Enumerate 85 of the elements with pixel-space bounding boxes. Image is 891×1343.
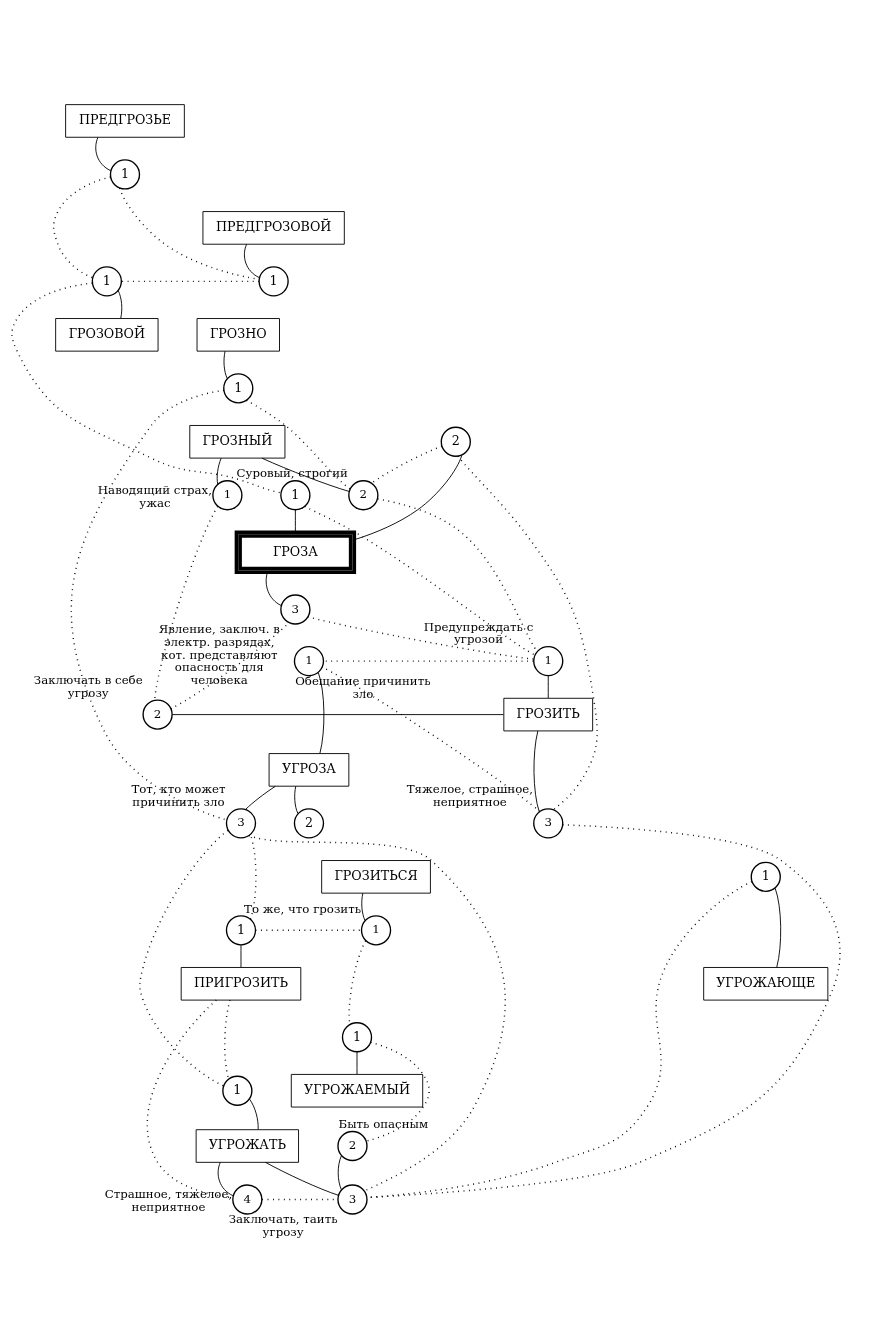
- node-circle: 1: [222, 1075, 253, 1106]
- connector: [217, 1161, 234, 1196]
- connector: [361, 892, 366, 921]
- node-box: УГРОЖАТЬ: [195, 1128, 299, 1163]
- node-label: Тяжелое, страшное, неприятное: [406, 781, 533, 809]
- node-circle: 1: [360, 914, 392, 945]
- node-circle: 3: [337, 1183, 368, 1215]
- connector: [337, 1154, 342, 1190]
- node-box: УГРОЗА: [268, 752, 350, 787]
- connector: [146, 998, 234, 1198]
- node-circle: 1: [750, 861, 781, 892]
- node-circle: 1: [293, 645, 325, 676]
- node-circle: 1: [212, 479, 243, 510]
- connector: [265, 571, 282, 606]
- connector: [172, 713, 504, 715]
- connector: [533, 730, 540, 812]
- node-label: Явление, заключ. в электр. разрядах, кот. представляют опасность для человека: [158, 621, 280, 687]
- node-box: ГРОЗНО: [196, 317, 280, 352]
- node-circle: 1: [280, 479, 311, 510]
- node-box: УГРОЖАЮЩЕ: [703, 966, 829, 1001]
- node-label: Тот, кто может причинить зло: [131, 781, 226, 809]
- node-box: ГРОЗОВОЙ: [55, 317, 159, 352]
- connector: [139, 829, 229, 1087]
- connector: [52, 175, 112, 278]
- connector: [304, 505, 536, 656]
- node-box: ПРИГРОЗИТЬ: [180, 966, 302, 1001]
- node-box: ГРОЗИТЬ: [503, 697, 594, 731]
- connector: [307, 615, 535, 660]
- connector: [224, 999, 231, 1080]
- connector: [354, 454, 463, 540]
- node-circle: 2: [293, 807, 325, 839]
- connector: [95, 136, 111, 171]
- connector: [118, 186, 260, 280]
- node-circle: 4: [232, 1183, 263, 1215]
- node-circle: 1: [225, 914, 257, 945]
- node-circle: 3: [225, 807, 257, 839]
- connector: [245, 399, 351, 490]
- connector: [377, 497, 538, 652]
- connector: [223, 350, 228, 379]
- node-box: ПРЕДГРОЗОВОЙ: [202, 210, 345, 245]
- connector: [265, 1161, 339, 1196]
- node-label: То же, что грозить: [244, 901, 362, 916]
- connector: [248, 834, 506, 1192]
- node-box: УГРОЖАЕМЫЙ: [290, 1073, 424, 1107]
- node-circle: 3: [533, 807, 564, 839]
- connector: [370, 445, 443, 484]
- node-circle: 1: [109, 158, 141, 190]
- node-box: ПРЕДГРОЗЬЕ: [65, 103, 185, 138]
- connector: [457, 455, 598, 810]
- node-circle: 3: [280, 593, 311, 625]
- node-circle: 1: [91, 265, 123, 297]
- node-label: Обещание причинить зло: [295, 673, 431, 701]
- node-box: ГРОЗНЫЙ: [189, 424, 286, 459]
- node-circle: 1: [533, 645, 564, 676]
- connector: [294, 508, 296, 533]
- connector: [249, 1098, 259, 1130]
- node-label: Суровый, строгий: [236, 466, 348, 480]
- node-circle: 2: [142, 698, 173, 730]
- connector: [245, 785, 276, 810]
- node-label: Быть опасным: [338, 1116, 429, 1131]
- connector: [120, 280, 260, 282]
- connector: [294, 785, 299, 814]
- connector: [11, 281, 282, 494]
- node-circle: 1: [341, 1021, 373, 1052]
- node-label: Предупреждать с угрозой: [423, 619, 534, 646]
- node-label: Наводящий страх, ужас: [97, 482, 212, 509]
- connector: [547, 674, 549, 698]
- connector: [216, 457, 222, 485]
- connector: [254, 929, 363, 931]
- connector: [243, 243, 260, 278]
- connector: [153, 505, 219, 701]
- connector: [317, 671, 325, 754]
- node-circle: 2: [337, 1130, 368, 1161]
- connector: [240, 944, 242, 968]
- connector: [356, 1051, 358, 1075]
- node-circle: 2: [440, 426, 471, 457]
- node-circle: 2: [348, 479, 379, 510]
- connector: [117, 289, 123, 319]
- connector: [774, 887, 782, 968]
- node-box: ГРОЗИТЬСЯ: [321, 859, 431, 894]
- node-label: Заключать в себе угрозу: [33, 672, 143, 700]
- node-circle: 1: [223, 372, 254, 403]
- connector: [261, 457, 350, 492]
- node-circle: 1: [258, 265, 289, 297]
- node-label: Страшное, тяжелое, неприятное: [104, 1186, 233, 1214]
